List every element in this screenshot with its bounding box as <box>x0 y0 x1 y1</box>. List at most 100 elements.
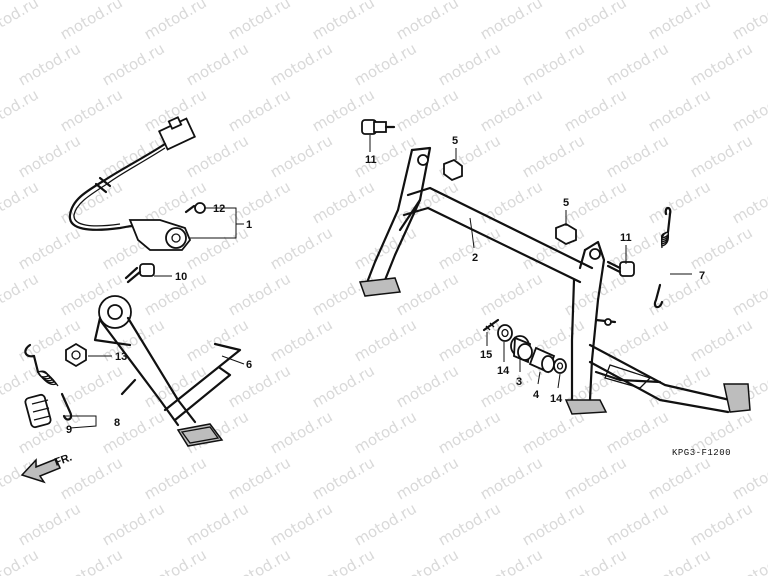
collar-4[interactable] <box>528 346 556 374</box>
watermark-text: motod.ru <box>183 499 252 549</box>
watermark-text: motod.ru <box>15 39 84 89</box>
watermark-text: motod.ru <box>477 0 546 43</box>
callout-15: 15 <box>480 349 492 361</box>
callout-8: 8 <box>114 417 120 429</box>
watermark-text: motod.ru <box>393 85 462 135</box>
watermark-text: motod.ru <box>603 131 672 181</box>
watermark-text: motod.ru <box>351 131 420 181</box>
watermark-text: motod.ru <box>0 545 42 576</box>
watermark-text: motod.ru <box>57 85 126 135</box>
watermark-text: motod.ru <box>99 407 168 457</box>
watermark-text: motod.ru <box>267 131 336 181</box>
watermark-text: motod.ru <box>225 453 294 503</box>
watermark-text: motod.ru <box>645 85 714 135</box>
watermark-text: motod.ru <box>603 407 672 457</box>
watermark-text: motod.ru <box>309 545 378 576</box>
watermark-text: motod.ru <box>687 131 756 181</box>
watermark-text: motod.ru <box>729 177 768 227</box>
side-stand-switch[interactable] <box>68 116 197 251</box>
watermark-text: motod.ru <box>183 223 252 273</box>
bolt-11-right[interactable] <box>606 260 635 277</box>
watermark-text: motod.ru <box>141 453 210 503</box>
callouts: 1 12 2 10 13 6 7 8 9 11 11 5 5 15 14 3 4… <box>66 135 705 436</box>
callout-2: 2 <box>472 252 478 264</box>
watermark-text: motod.ru <box>57 177 126 227</box>
watermark-text: motod.ru <box>225 361 294 411</box>
watermark-text: motod.ru <box>477 85 546 135</box>
callout-14-right: 14 <box>550 393 563 405</box>
watermark-text: motod.ru <box>183 131 252 181</box>
watermark-text: motod.ru <box>141 361 210 411</box>
nut-13[interactable] <box>65 342 87 368</box>
callout-5-upper: 5 <box>452 135 458 147</box>
watermark-text: motod.ru <box>309 361 378 411</box>
watermark-text: motod.ru <box>477 453 546 503</box>
watermark-text: motod.ru <box>351 499 420 549</box>
callout-12: 12 <box>213 203 225 215</box>
callout-10: 10 <box>175 271 187 283</box>
watermark-text: motod.ru <box>519 407 588 457</box>
diagram-code: KPG3-F1200 <box>672 448 731 458</box>
watermark-text: motod.ru <box>99 39 168 89</box>
watermark-text: motod.ru <box>141 545 210 576</box>
watermark-text: motod.ru <box>729 545 768 576</box>
watermark-text: motod.ru <box>645 453 714 503</box>
callout-11-left: 11 <box>365 154 377 166</box>
watermark-text: motod.ru <box>393 0 462 43</box>
watermark-text: motod.ru <box>435 499 504 549</box>
watermark-text: motod.ru <box>561 545 630 576</box>
spring-7[interactable] <box>653 206 672 309</box>
watermark-text: motod.ru <box>435 223 504 273</box>
bolt-10[interactable] <box>124 263 155 284</box>
watermark-text: motod.ru <box>183 39 252 89</box>
watermark-text: motod.ru <box>351 223 420 273</box>
watermark-text: motod.ru <box>225 85 294 135</box>
watermark-text: motod.ru <box>687 223 756 273</box>
watermark-text: motod.ru <box>603 499 672 549</box>
watermark-text: motod.ru <box>15 499 84 549</box>
watermark-text: motod.ru <box>729 0 768 43</box>
washer-14-left[interactable] <box>497 324 513 342</box>
side-stand[interactable] <box>93 295 242 447</box>
watermark-text: motod.ru <box>561 453 630 503</box>
callout-4: 4 <box>533 389 540 401</box>
watermark-text: motod.ru <box>225 0 294 43</box>
callout-1: 1 <box>246 219 252 231</box>
watermark-text: motod.ru <box>561 0 630 43</box>
watermark-text: motod.ru <box>267 499 336 549</box>
watermark-text: motod.ru <box>603 39 672 89</box>
watermark-text: motod.ru <box>309 177 378 227</box>
watermark-text: motod.ru <box>351 315 420 365</box>
watermark-text: motod.ru <box>561 177 630 227</box>
watermark-text: motod.ru <box>687 499 756 549</box>
watermark-text: motod.ru <box>645 0 714 43</box>
watermark-text: motod.ru <box>729 269 768 319</box>
front-marker-label: FR. <box>53 451 74 468</box>
watermark-text: motod.ru <box>645 545 714 576</box>
watermark-text: motod.ru <box>435 407 504 457</box>
rubber-9[interactable] <box>24 393 52 429</box>
watermark-text: motod.ru <box>267 407 336 457</box>
callout-13: 13 <box>115 351 127 363</box>
watermark-text: motod.ru <box>0 177 42 227</box>
front-direction-arrow: FR. <box>20 451 74 484</box>
bolt-11-left[interactable] <box>361 119 396 135</box>
collar-3[interactable] <box>510 335 533 364</box>
watermark-text: motod.ru <box>267 223 336 273</box>
nut-5-upper[interactable] <box>443 158 463 182</box>
callout-14-left: 14 <box>497 365 510 377</box>
watermark-text: motod.ru <box>225 545 294 576</box>
main-stand[interactable] <box>358 146 751 415</box>
callout-6: 6 <box>246 359 252 371</box>
watermark-text: motod.ru <box>267 39 336 89</box>
watermark-text: motod.ru <box>393 545 462 576</box>
watermark-text: motod.ru <box>477 177 546 227</box>
callout-9: 9 <box>66 424 72 436</box>
callout-7: 7 <box>699 270 705 282</box>
watermark-text: motod.ru <box>561 85 630 135</box>
watermark-text: motod.ru <box>435 39 504 89</box>
spring-8[interactable] <box>24 343 73 421</box>
washer-14-right[interactable] <box>553 358 567 374</box>
watermark-text: motod.ru <box>729 453 768 503</box>
pin-15[interactable] <box>482 318 500 332</box>
